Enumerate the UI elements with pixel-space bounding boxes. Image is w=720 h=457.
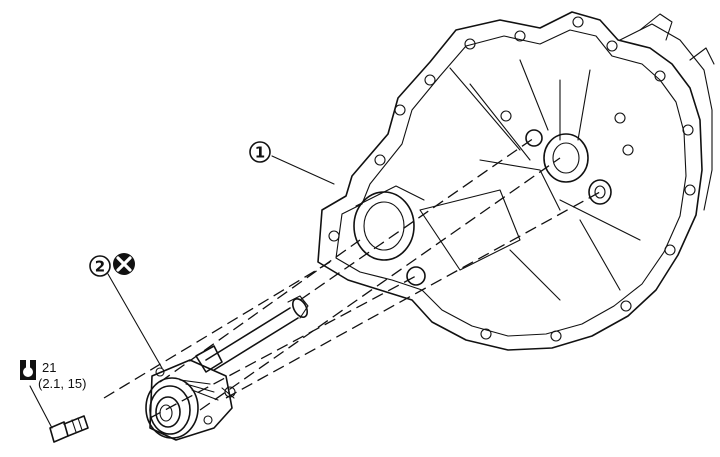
leader-line-1 bbox=[271, 155, 335, 185]
torque-value: 21 bbox=[42, 360, 56, 375]
callout-2: 2 bbox=[89, 253, 135, 277]
torque-spec: 21 (2.1, 15) bbox=[20, 360, 86, 391]
callout-1: 1 bbox=[249, 141, 271, 163]
leader-line-2 bbox=[107, 273, 163, 369]
housing-bolt-holes bbox=[328, 16, 696, 342]
mounting-bolt bbox=[29, 385, 89, 443]
torque-alt-units: (2.1, 15) bbox=[38, 376, 86, 391]
callout-2-number: 2 bbox=[95, 258, 105, 276]
transaxle-housing bbox=[317, 11, 715, 351]
do-not-reuse-icon bbox=[113, 253, 135, 275]
release-bearing-assembly bbox=[145, 295, 309, 441]
alignment-lines bbox=[103, 137, 601, 419]
torque-wrench-icon bbox=[20, 360, 36, 380]
callout-1-number: 1 bbox=[255, 144, 265, 162]
